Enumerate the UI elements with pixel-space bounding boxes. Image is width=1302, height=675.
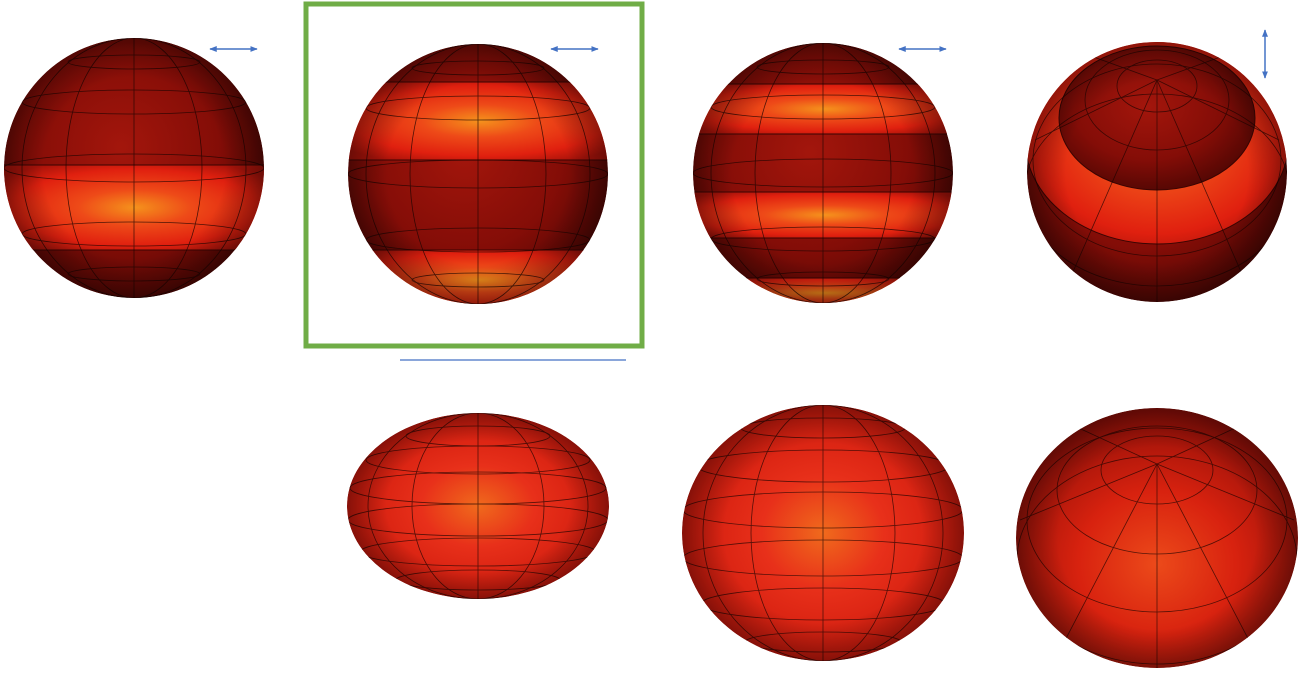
sphere-1: [4, 38, 264, 298]
spheroid-1: [347, 413, 609, 599]
sphere-3: [693, 43, 953, 303]
spheroid-2: [682, 405, 964, 661]
sphere-2: [348, 44, 608, 304]
highlight-frame: [303, 1, 645, 349]
sphere-4: [1027, 29, 1287, 302]
spheroid-3: [1016, 408, 1298, 668]
